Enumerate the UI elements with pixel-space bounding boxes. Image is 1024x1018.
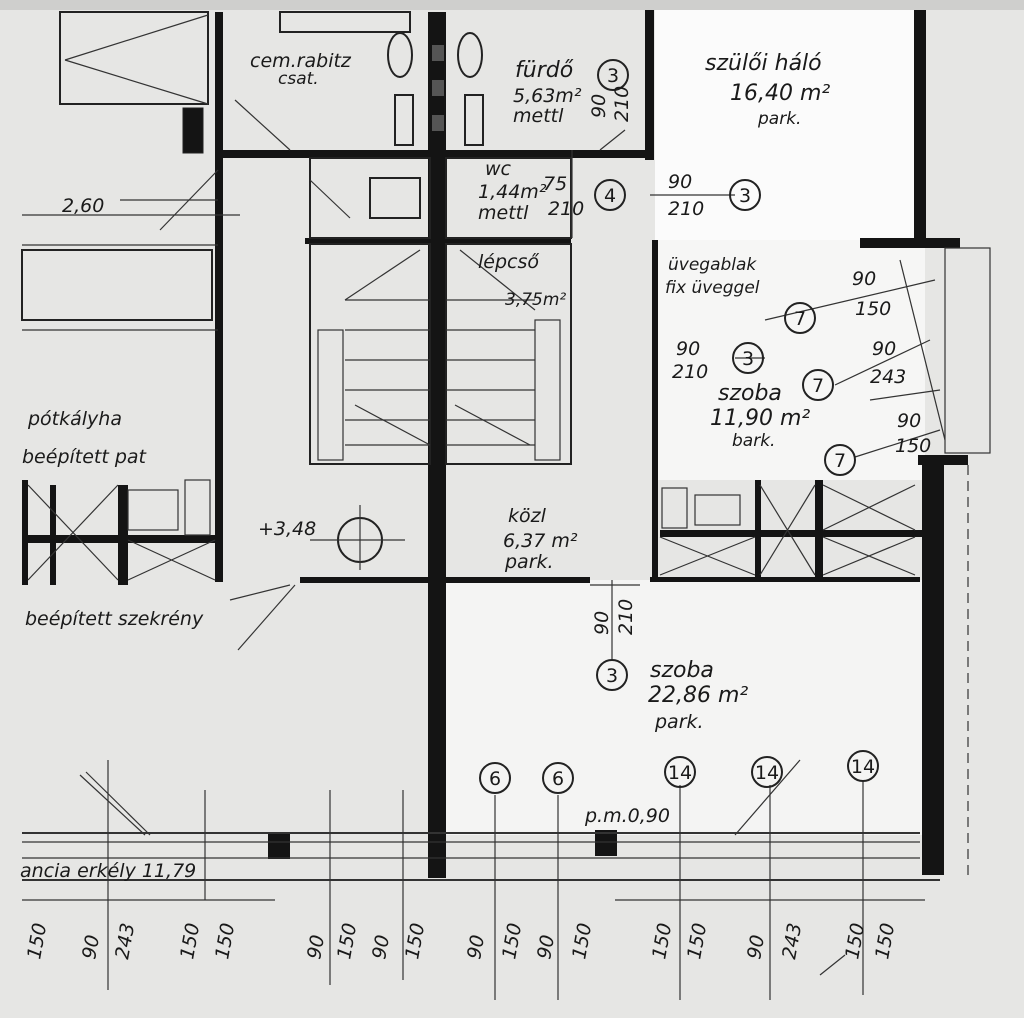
level-348: +3,48 xyxy=(258,518,316,540)
dimension-label: 90 xyxy=(463,933,489,961)
door-mark-4 xyxy=(732,342,764,374)
szoba1-area: 11,90 m² xyxy=(710,406,810,431)
potkalyha-note: pótkályha xyxy=(27,408,122,430)
door-mark-3-label: 7 xyxy=(794,308,806,330)
window-mark-0 xyxy=(479,762,511,794)
door-size-w: 90 xyxy=(852,268,876,290)
door-mark-5-label: 7 xyxy=(812,375,824,397)
door-size-h: 150 xyxy=(895,435,931,457)
szoba2-area: 22,86 m² xyxy=(648,683,748,708)
window-mark-0-label: 6 xyxy=(489,768,501,790)
door-size-w: 90 xyxy=(588,94,610,118)
door-mark-6 xyxy=(824,444,856,476)
door-size-h: 210 xyxy=(668,198,704,220)
szoba1-floor: bark. xyxy=(732,431,775,451)
window-mark-1-label: 6 xyxy=(552,768,564,790)
door-mark-0 xyxy=(597,59,629,91)
kozl-name: közl xyxy=(508,505,547,527)
dimension-label: 90 xyxy=(78,933,104,961)
window-marks: 6 6 14 14 14 xyxy=(479,750,879,794)
door-size-h: 243 xyxy=(870,366,906,388)
dimension-label: 90 xyxy=(743,933,769,961)
door-mark-7 xyxy=(596,659,628,691)
wc-name: wc xyxy=(485,158,512,180)
door-size-h: 210 xyxy=(672,361,708,383)
door-size-w: 75 xyxy=(543,173,567,195)
kozl-floor: park. xyxy=(504,551,554,573)
wc-area: 1,44m² xyxy=(478,181,547,203)
erkely-note: ancia erkély 11,79 xyxy=(20,860,196,882)
window-mark-3 xyxy=(751,756,783,788)
window-mark-3-label: 14 xyxy=(755,762,779,784)
room-szoba-small xyxy=(655,240,925,480)
kozl-area: 6,37 m² xyxy=(503,530,578,552)
glass-note-2: fix üveggel xyxy=(665,278,760,298)
furdo-area: 5,63m² xyxy=(513,85,582,107)
door-size-w: 90 xyxy=(591,611,613,635)
drawing-lines xyxy=(21,11,991,1000)
furdo-name: fürdő xyxy=(515,58,574,83)
szuloi-area: 16,40 m² xyxy=(730,81,830,106)
door-mark-5 xyxy=(802,369,834,401)
furdo-floor: mettl xyxy=(513,105,564,127)
dimension-label: 90 xyxy=(533,933,559,961)
door-mark-1-label: 4 xyxy=(604,185,616,207)
door-mark-7-label: 3 xyxy=(606,665,618,687)
door-size-w: 90 xyxy=(897,410,921,432)
window-mark-4-label: 14 xyxy=(851,756,875,778)
room-szoba-large xyxy=(446,580,926,835)
window-mark-2 xyxy=(664,756,696,788)
window-mark-1 xyxy=(542,762,574,794)
cem-label: cem.rabitz xyxy=(250,50,352,72)
door-size-h: 210 xyxy=(615,599,637,635)
beepitett-pat-note: beépített pat xyxy=(22,446,148,468)
room-szuloi-halo xyxy=(655,10,917,240)
door-mark-0-label: 3 xyxy=(607,65,619,87)
szuloi-floor: park. xyxy=(757,109,801,129)
cem-label-2: csat. xyxy=(278,69,319,89)
door-size-h: 210 xyxy=(611,86,633,122)
lepcso-name: lépcső xyxy=(478,251,539,273)
door-mark-1 xyxy=(594,179,626,211)
level-260: 2,60 xyxy=(62,195,104,217)
lepcso-area: 3,75m² xyxy=(505,290,566,310)
pm-note: p.m.0,90 xyxy=(584,805,670,827)
room-labels: cem.rabitz csat. fürdő 5,63m² mettl szül… xyxy=(250,50,830,733)
wc-floor: mettl xyxy=(478,202,529,224)
door-mark-6-label: 7 xyxy=(834,450,846,472)
door-mark-3 xyxy=(784,302,816,334)
door-size-w: 90 xyxy=(676,338,700,360)
szoba2-floor: park. xyxy=(654,711,704,733)
szuloi-name: szülői háló xyxy=(705,51,822,76)
door-size-h: 210 xyxy=(548,198,584,220)
szoba1-name: szoba xyxy=(718,381,782,406)
door-size-h: 150 xyxy=(855,298,891,320)
window-mark-2-label: 14 xyxy=(668,762,692,784)
window-mark-4 xyxy=(847,750,879,782)
dimension-label: 90 xyxy=(368,933,394,961)
szoba2-name: szoba xyxy=(650,658,714,683)
door-size-w: 90 xyxy=(872,338,896,360)
door-mark-4-label: 3 xyxy=(742,348,754,370)
door-mark-2-label: 3 xyxy=(739,185,751,207)
dimension-label: 90 xyxy=(303,933,329,961)
notes: 2,60 üvegablak fix üveggel pótkályha beé… xyxy=(20,195,760,882)
door-mark-2 xyxy=(729,179,761,211)
door-size-w: 90 xyxy=(668,171,692,193)
szekreny-note: beépített szekrény xyxy=(25,608,204,630)
glass-note-1: üvegablak xyxy=(668,255,757,275)
